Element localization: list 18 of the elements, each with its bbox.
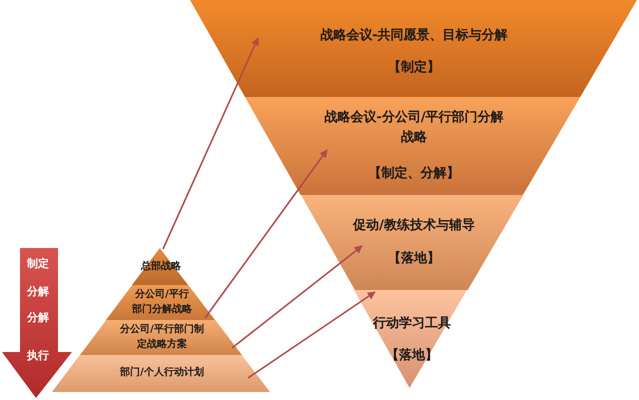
- arrow: [162, 37, 259, 250]
- stage-label: 行动学习工具: [372, 315, 451, 333]
- stage-label: 【制定、分解】: [368, 164, 460, 183]
- arrow: [232, 245, 363, 349]
- level-label: 分公司/平行部门分解战略: [131, 288, 193, 317]
- stage-label: 战略会议-分公司/平行部门分解战略: [323, 108, 505, 146]
- step-label: 制定: [27, 256, 49, 272]
- step-label: 分解: [27, 284, 49, 300]
- stage-label: 促动/教练技术与辅导: [353, 217, 475, 235]
- arrow: [248, 291, 376, 379]
- arrow: [204, 149, 328, 318]
- step-label: 执行: [27, 348, 49, 364]
- stage-label: 战略会议-共同愿景、目标与分解: [320, 26, 508, 45]
- stage-label: 【落地】: [388, 250, 440, 268]
- level-label: 部门/个人行动计划: [120, 365, 204, 380]
- level-label: 分公司/平行部门制定战略方案: [118, 322, 205, 352]
- stage-label: 【制定】: [388, 58, 440, 77]
- step-label: 分解: [27, 310, 49, 326]
